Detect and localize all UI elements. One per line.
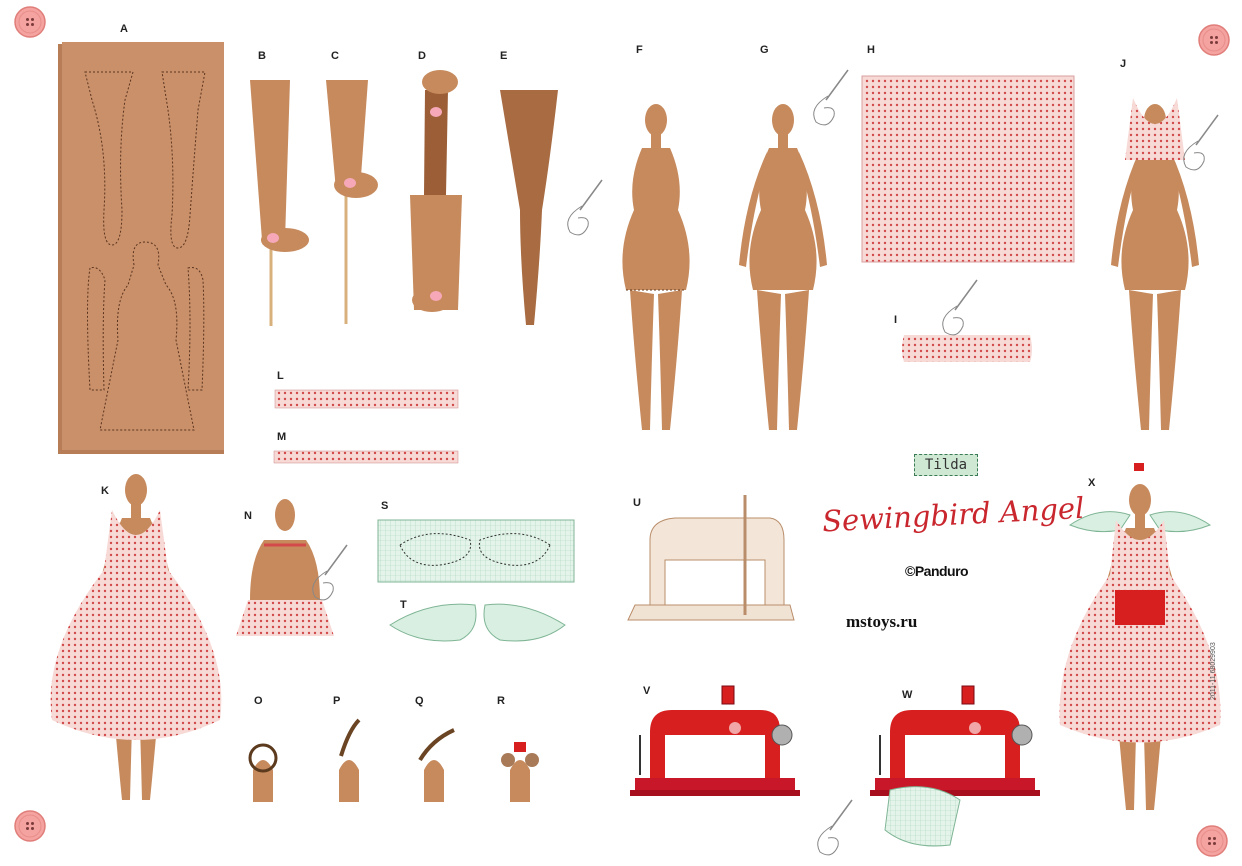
fabric-square-h: [862, 76, 1074, 262]
fabric-strip-m: [274, 451, 458, 463]
label-f: F: [636, 44, 643, 56]
hair-steps: [250, 720, 539, 802]
label-v: V: [643, 685, 650, 697]
doll-dress-k: [51, 474, 222, 800]
sewing-needle-icon: [1184, 115, 1218, 170]
sewing-button-icon: [15, 811, 45, 841]
sewing-button-icon: [1197, 826, 1227, 856]
doll-body-j: [1111, 98, 1199, 430]
label-p: P: [333, 695, 340, 707]
wings-t: [390, 604, 565, 641]
label-u: U: [633, 497, 641, 509]
website-text: mstoys.ru: [846, 612, 917, 632]
label-g: G: [760, 44, 769, 56]
label-x: X: [1088, 477, 1095, 489]
label-r: R: [497, 695, 505, 707]
doll-body-f: [622, 104, 689, 430]
label-d: D: [418, 50, 426, 62]
panduro-logo: ©Panduro: [905, 563, 968, 579]
label-m: M: [277, 431, 286, 443]
tilda-logo: Tilda: [914, 454, 978, 476]
sewing-button-icon: [15, 7, 45, 37]
label-k: K: [101, 485, 109, 497]
fabric-bow-i: [902, 335, 1032, 362]
wing-fabric-s: [378, 520, 574, 582]
label-c: C: [331, 50, 339, 62]
label-j: J: [1120, 58, 1126, 70]
label-i: I: [894, 314, 897, 326]
label-q: Q: [415, 695, 424, 707]
sewing-needle-icon: [568, 180, 602, 235]
label-a: A: [120, 23, 128, 35]
label-o: O: [254, 695, 263, 707]
label-s: S: [381, 500, 388, 512]
label-n: N: [244, 510, 252, 522]
fabric-strip-l: [275, 390, 458, 408]
doll-body-g: [739, 104, 827, 430]
mint-cloth: [885, 787, 960, 846]
label-w: W: [902, 689, 912, 701]
label-b: B: [258, 50, 266, 62]
sewing-needle-icon: [943, 280, 977, 335]
product-code: 2011-11 68029903: [1210, 642, 1217, 700]
label-l: L: [277, 370, 284, 382]
sewing-machine-icon: [630, 686, 800, 796]
leg-steps: [250, 70, 602, 326]
label-h: H: [867, 44, 875, 56]
sewing-button-icon: [1199, 25, 1229, 55]
sewing-needle-icon: [818, 800, 852, 855]
sewing-machine-icon: [870, 686, 1040, 796]
sewing-needle-icon: [814, 70, 848, 125]
machine-pattern-u: [628, 495, 794, 620]
label-e: E: [500, 50, 507, 62]
label-t: T: [400, 599, 407, 611]
pattern-board-a: [58, 42, 224, 454]
